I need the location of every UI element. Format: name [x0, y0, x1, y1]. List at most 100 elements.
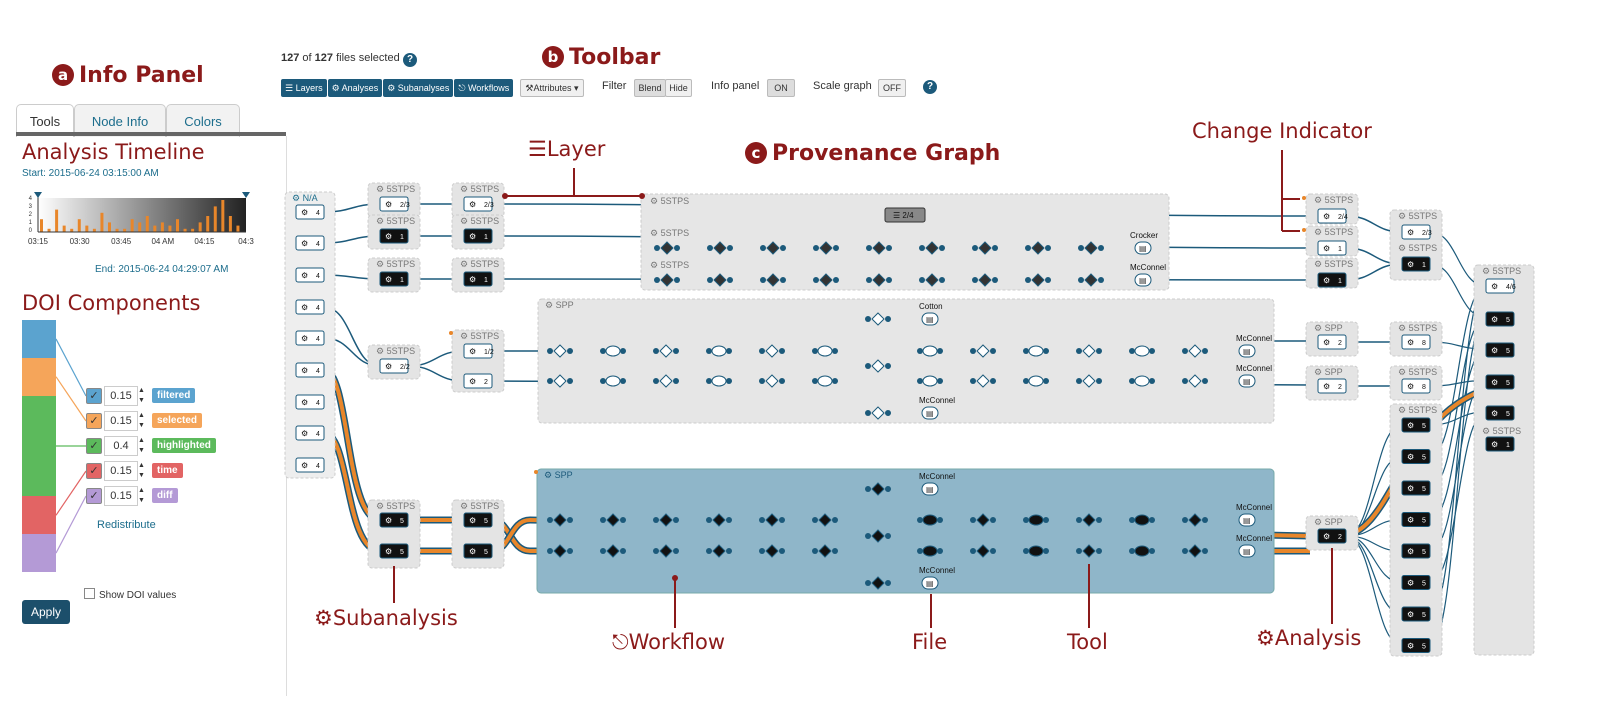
files-help-icon[interactable]: ? — [403, 53, 417, 67]
subanalysis-node-0-a-icon: ⚙ — [385, 516, 392, 525]
tab-tools[interactable]: Tools — [16, 104, 74, 137]
tool-wf-row2-3-port-in — [706, 548, 712, 554]
analysis-callout-text: Analysis — [1274, 626, 1362, 650]
timeline-x-tick: 04:15 — [194, 237, 215, 246]
doi-checkbox-filtered[interactable]: ✓ — [86, 388, 102, 404]
far-right-column — [1389, 403, 1443, 657]
scale-graph-toggle[interactable]: OFF — [878, 79, 906, 97]
doi-row-time: ✓0.15▲▼time — [86, 461, 236, 481]
doi-segment-diff — [22, 534, 56, 572]
subanalysis-node-0-b-icon: ⚙ — [385, 547, 392, 556]
timeline-start-handle[interactable] — [34, 192, 42, 198]
show-doi-values[interactable]: Show DOI values — [84, 588, 176, 601]
doi-checkbox-time[interactable]: ✓ — [86, 463, 102, 479]
right-spp-node-1-count: 2 — [1338, 384, 1342, 391]
timeline-x-tick: 04:3 — [238, 237, 254, 246]
show-doi-checkbox[interactable] — [84, 588, 95, 599]
apply-button[interactable]: Apply — [22, 600, 70, 624]
far-right-col-node-0-count: 5 — [1422, 423, 1426, 430]
tool-wf-row2b-2-port-in — [1023, 548, 1029, 554]
edge-column-layer-node — [1485, 278, 1515, 294]
na-node-6 — [295, 394, 325, 410]
tool-mid-row2-2-port-in — [653, 378, 659, 384]
tool-mid-row1b-0-port-in — [917, 348, 923, 354]
doi-checkbox-highlighted[interactable]: ✓ — [86, 438, 102, 454]
col-a-label-0: ⚙ 5STPS — [376, 184, 415, 194]
subanalyses-icon: ⚙ — [387, 83, 398, 93]
doi-spinner-diff[interactable]: ▲▼ — [138, 487, 145, 504]
change-indicator-callout: Change Indicator — [1192, 119, 1372, 143]
tool-layer-row2-1-port-in — [707, 245, 713, 251]
tool-mid-row1b-0 — [922, 345, 938, 357]
timeline-gradient — [38, 198, 246, 232]
tool-wf-row1-2-port-in — [653, 517, 659, 523]
tool-mid-row1-4 — [765, 344, 779, 358]
timeline-bar — [115, 228, 119, 232]
doi-checkbox-diff[interactable]: ✓ — [86, 488, 102, 504]
layers-button[interactable]: ☰ Layers — [281, 79, 327, 97]
tool-layer-row3-2 — [766, 273, 780, 287]
doi-title: DOI Components — [22, 291, 201, 315]
tab-node-info[interactable]: Node Info — [74, 104, 166, 137]
layer-icon: ☰ — [528, 137, 547, 161]
tool-wf-row2b-0-port-in — [917, 548, 923, 554]
col-a-layer-node-3-count: 2/2 — [400, 364, 410, 371]
wrench-icon: ⚒ — [525, 83, 534, 93]
tool-mid-branch-top-port-in — [865, 316, 871, 322]
tool-wf-row1-5-port-in — [812, 517, 818, 523]
doi-row-selected: ✓0.15▲▼selected — [86, 411, 236, 431]
doi-value-diff[interactable]: 0.15 — [104, 486, 138, 506]
na-node-0-icon: ⚙ — [301, 208, 308, 217]
subanalysis-node-1-a-count: 5 — [484, 518, 488, 525]
doi-checkbox-selected[interactable]: ✓ — [86, 413, 102, 429]
edge-column-node-last-icon: ⚙ — [1491, 440, 1498, 449]
doi-value-filtered[interactable]: 0.15 — [104, 386, 138, 406]
doi-spinner-selected[interactable]: ▲▼ — [138, 412, 145, 429]
doi-value-time[interactable]: 0.15 — [104, 461, 138, 481]
tool-layer-row3-1-port-in — [707, 277, 713, 283]
attributes-dropdown[interactable]: ⚒Attributes ▾ — [520, 79, 584, 97]
spp-group-mid-label: ⚙ SPP — [545, 300, 574, 310]
info-panel-toggle[interactable]: ON — [767, 79, 795, 97]
far-right-node-1-icon: ⚙ — [1407, 260, 1414, 269]
col-b-node-1-count: 1 — [484, 234, 488, 241]
doi-value-highlighted[interactable]: 0.4 — [104, 436, 138, 456]
tool-layer-row2-8-port-out — [1098, 245, 1104, 251]
tab-colors[interactable]: Colors — [166, 104, 240, 137]
filter-hide-button[interactable]: Hide — [665, 79, 692, 97]
subanalyses-button[interactable]: ⚙ Subanalyses — [383, 79, 454, 97]
na-node-2 — [295, 267, 325, 283]
tool-mid-row1b-3-port-in — [1076, 348, 1082, 354]
tool-wf-row2b-3-port-in — [1076, 548, 1082, 554]
timeline-end-handle[interactable] — [242, 192, 250, 198]
doi-spinner-highlighted[interactable]: ▲▼ — [138, 437, 145, 454]
col-a-layer-node-0 — [379, 196, 409, 212]
edge-column-node-last-count: 1 — [1506, 442, 1510, 449]
tool-wf-row2-0-port-in — [547, 548, 553, 554]
doi-spinner-time[interactable]: ▲▼ — [138, 462, 145, 479]
analyses-button[interactable]: ⚙ Analyses — [327, 79, 383, 97]
toolbar-help-icon[interactable]: ? — [923, 80, 937, 94]
tool-mid-row2-3-port-in — [706, 378, 712, 384]
doi-value-selected[interactable]: 0.15 — [104, 411, 138, 431]
tool-layer-row2-0 — [660, 241, 674, 255]
tool-wf-row1b-4-port-in — [1129, 517, 1135, 523]
doi-spinner-filtered[interactable]: ▲▼ — [138, 387, 145, 404]
far-right-col-node-5-count: 5 — [1422, 581, 1426, 588]
gear-icon: ⚙ — [314, 606, 333, 630]
col-a-label-1: ⚙ 5STPS — [376, 216, 415, 226]
file-wf-top-icon: ▤ — [926, 485, 934, 494]
timeline-end: End: 2015-06-24 04:29:07 AM — [95, 264, 229, 275]
analyses-icon: ⚙ — [331, 83, 342, 93]
analysis-node — [1317, 528, 1347, 544]
far-right-layer-node — [1401, 224, 1431, 240]
subanalysis-callout: ⚙Subanalysis — [314, 606, 458, 630]
timeline-bar — [191, 228, 195, 232]
redistribute-link[interactable]: Redistribute — [97, 519, 156, 531]
timeline-x-tick: 04 AM — [151, 237, 174, 246]
tool-wf-row1b-3-port-in — [1076, 517, 1082, 523]
workflows-button[interactable]: ⎋ Workflows — [454, 79, 514, 97]
